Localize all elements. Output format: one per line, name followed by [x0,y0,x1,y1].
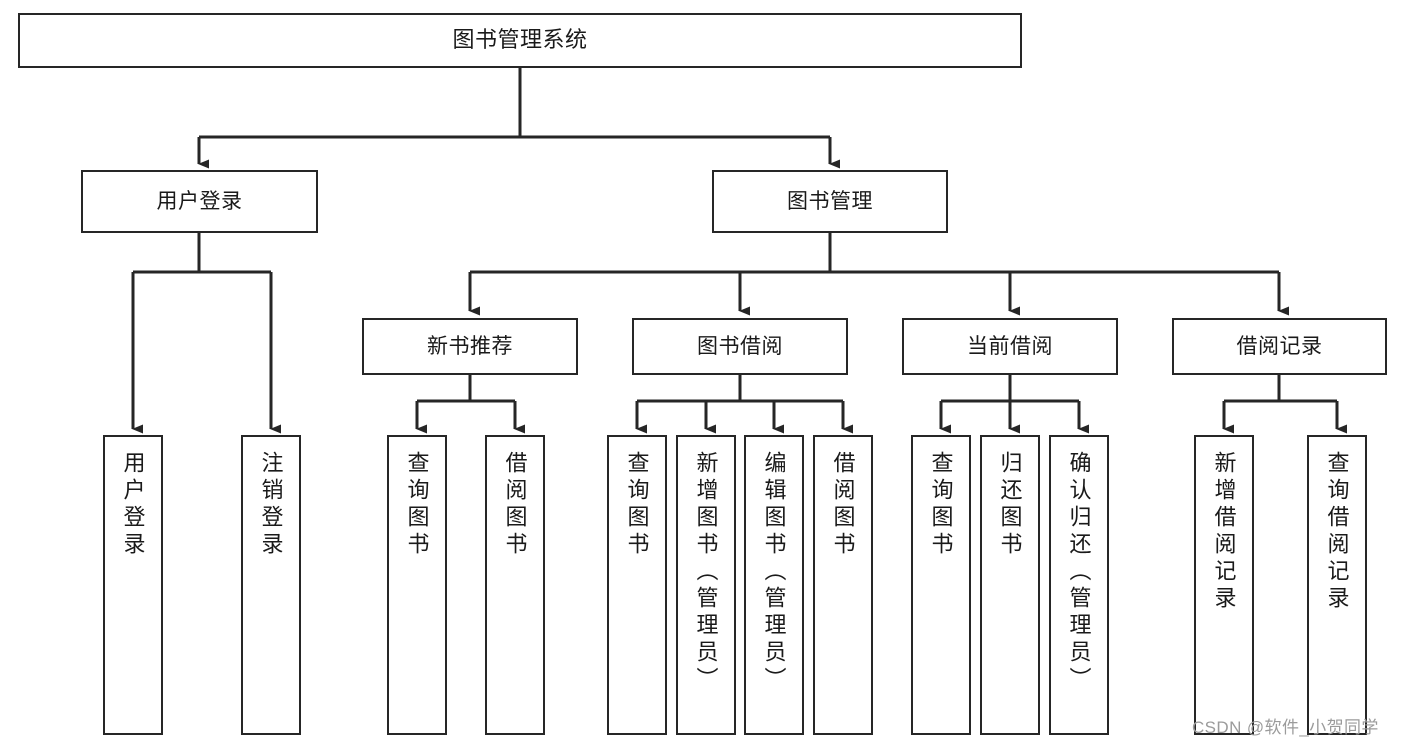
node-label: 当前借阅 [967,334,1053,358]
leaf-return-book[interactable]: 归还图书 [980,435,1040,735]
node-label: 查询图书 [404,451,430,559]
leaf-query-book-recommend[interactable]: 查询图书 [387,435,447,735]
node-label: 确认归还（管理员） [1066,451,1092,694]
node-label: 新增借阅记录 [1211,451,1237,613]
node-label: 图书借阅 [697,334,783,358]
node-book-management-system[interactable]: 图书管理系统 [18,13,1022,68]
csdn-watermark: CSDN @软件_小贺同学 [1192,718,1379,737]
node-label: 借阅记录 [1236,334,1323,358]
node-label: 查询图书 [928,451,954,559]
node-borrow-record[interactable]: 借阅记录 [1172,318,1387,375]
node-label: 归还图书 [997,451,1023,559]
node-label: 新增图书（管理员） [693,451,719,694]
node-label: 图书管理系统 [452,27,588,53]
node-label: 新书推荐 [427,334,513,358]
leaf-user-login[interactable]: 用户登录 [103,435,163,735]
leaf-confirm-return-admin[interactable]: 确认归还（管理员） [1049,435,1109,735]
leaf-query-book-current[interactable]: 查询图书 [911,435,971,735]
node-label: 用户登录 [156,189,243,213]
leaf-borrow-book[interactable]: 借阅图书 [813,435,873,735]
node-new-book-recommend[interactable]: 新书推荐 [362,318,578,375]
node-label: 借阅图书 [502,451,528,559]
leaf-logout-login[interactable]: 注销登录 [241,435,301,735]
leaf-add-book-admin[interactable]: 新增图书（管理员） [676,435,736,735]
node-label: 编辑图书（管理员） [761,451,787,694]
node-current-borrow[interactable]: 当前借阅 [902,318,1118,375]
leaf-query-borrow-record[interactable]: 查询借阅记录 [1307,435,1367,735]
node-label: 借阅图书 [830,451,856,559]
node-book-management[interactable]: 图书管理 [712,170,948,233]
node-label: 图书管理 [787,189,873,213]
node-label: 查询借阅记录 [1324,451,1350,613]
leaf-borrow-book-recommend[interactable]: 借阅图书 [485,435,545,735]
node-book-borrow[interactable]: 图书借阅 [632,318,848,375]
leaf-query-book-borrow[interactable]: 查询图书 [607,435,667,735]
node-label: 用户登录 [120,451,146,559]
leaf-add-borrow-record[interactable]: 新增借阅记录 [1194,435,1254,735]
leaf-edit-book-admin[interactable]: 编辑图书（管理员） [744,435,804,735]
node-user-login[interactable]: 用户登录 [81,170,318,233]
node-label: 注销登录 [258,451,284,559]
node-label: 查询图书 [624,451,650,559]
